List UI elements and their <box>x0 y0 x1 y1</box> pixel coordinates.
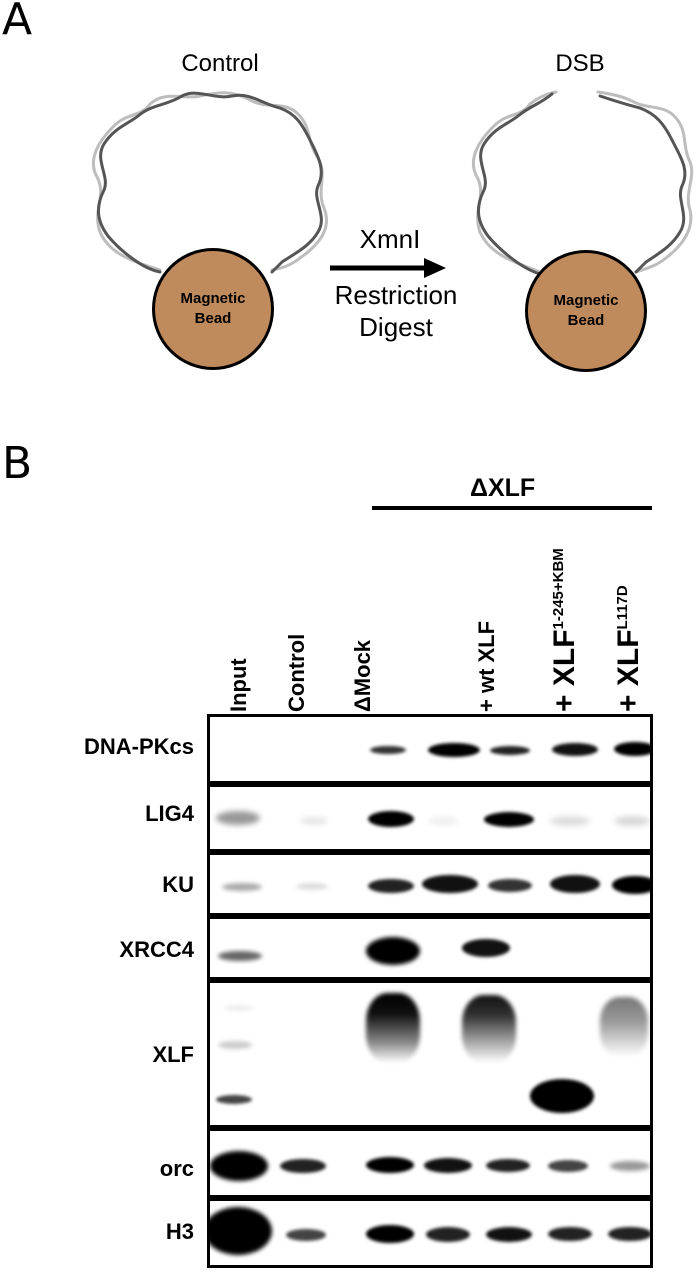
control-magnetic-bead: Magnetic Bead <box>152 248 274 370</box>
lane-label-xlf-kbm: + XLF1-245+KBM <box>548 548 582 712</box>
blot-dnapkcs <box>207 714 653 784</box>
lane-label-xlf-kbm-sup: 1-245+KBM <box>550 548 567 630</box>
arrow-label-enzyme: XmnI <box>359 224 421 254</box>
blot-ku <box>207 852 653 916</box>
band <box>614 816 650 826</box>
band <box>366 1157 414 1173</box>
row-label-lig4: LIG4 <box>145 801 194 826</box>
band <box>368 879 414 893</box>
band <box>280 1159 326 1173</box>
arrow-head <box>424 258 446 278</box>
lane-label-control: Control <box>284 633 309 712</box>
band <box>286 1229 326 1241</box>
band <box>488 879 532 892</box>
lane-label-wt-xlf: + wt XLF <box>474 620 499 712</box>
row-label-xrcc4: XRCC4 <box>119 937 194 962</box>
bead-label-line1: Magnetic <box>180 290 246 307</box>
arrow-label-restriction: Restriction <box>334 280 458 310</box>
delta-xlf-group-bar <box>372 506 652 510</box>
bead-label-line2: Bead <box>194 310 232 327</box>
row-label-xlf: XLF <box>152 1042 194 1067</box>
band <box>216 1095 252 1104</box>
band <box>218 1041 252 1049</box>
control-dna-strand-dark <box>97 91 323 274</box>
lane-label-xlf-l117d: + XLFL117D <box>612 585 646 712</box>
band <box>486 1227 532 1242</box>
dna-loops-diagram <box>91 90 694 278</box>
row-label-dnapkcs: DNA-PKcs <box>83 734 194 759</box>
blot-h3 <box>207 1198 653 1268</box>
band <box>614 742 650 756</box>
band <box>366 937 420 965</box>
band <box>484 812 534 827</box>
band <box>548 1227 592 1241</box>
band <box>368 811 414 827</box>
lane-label-mock: ΔMock <box>350 639 375 712</box>
row-label-orc: orc <box>159 1156 194 1181</box>
band <box>610 1161 650 1171</box>
dsb-dna-strand-dark-2 <box>598 94 687 274</box>
row-label-ku: KU <box>162 872 194 897</box>
band <box>422 875 478 893</box>
dsb-dna-strand-light <box>471 90 558 274</box>
band <box>370 746 406 754</box>
band <box>486 1159 530 1172</box>
bead-label-line2: Bead <box>567 312 605 329</box>
control-dna-strand-light <box>91 91 328 272</box>
band <box>366 993 420 1063</box>
band <box>224 1005 254 1011</box>
control-label: Control <box>181 50 259 77</box>
band <box>462 939 510 957</box>
blot-orc <box>207 1128 653 1198</box>
band <box>296 883 328 890</box>
dsb-label: DSB <box>555 50 605 77</box>
band <box>550 875 600 893</box>
band <box>218 951 262 961</box>
dsb-magnetic-bead: Magnetic Bead <box>525 250 647 372</box>
lane-label-input: Input <box>226 658 251 712</box>
band <box>428 743 480 757</box>
band <box>426 1227 470 1242</box>
band <box>366 1225 414 1243</box>
panel-b-letter: B <box>2 438 33 489</box>
band <box>550 816 590 826</box>
band <box>612 876 650 894</box>
arrow-label-digest: Digest <box>359 312 433 342</box>
band <box>608 1227 650 1241</box>
row-label-h3: H3 <box>165 1219 194 1244</box>
panel-a-letter: A <box>2 0 33 45</box>
band <box>548 1160 588 1172</box>
lane-label-xlf-l117d-prefix: + XLF <box>612 629 645 712</box>
band <box>222 883 262 891</box>
blot-lig4 <box>207 784 653 852</box>
lane-label-xlf-l117d-sup: L117D <box>614 585 631 630</box>
band <box>552 743 598 756</box>
blot-xrcc4 <box>207 916 653 980</box>
band <box>600 997 648 1057</box>
band <box>216 811 260 825</box>
band <box>210 1207 272 1255</box>
dsb-dna-strand-dark <box>477 92 554 276</box>
band <box>462 995 516 1063</box>
lane-label-xlf-kbm-prefix: + XLF <box>548 629 581 712</box>
band <box>210 1151 268 1181</box>
blot-xlf <box>207 980 653 1128</box>
band <box>300 817 328 825</box>
band <box>424 1158 472 1173</box>
band <box>490 746 530 755</box>
band <box>428 817 458 825</box>
dsb-dna-strand-light-2 <box>596 90 694 274</box>
delta-xlf-group-label: ΔXLF <box>470 474 536 502</box>
bead-label-line1: Magnetic <box>553 292 619 309</box>
band <box>530 1079 594 1113</box>
